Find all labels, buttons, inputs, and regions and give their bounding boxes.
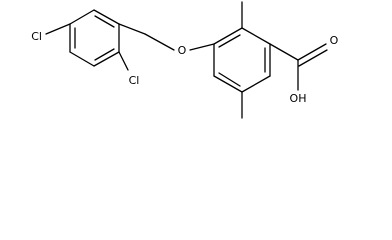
bond-ch2-to-ether-oxygen: [144, 33, 175, 51]
ring-b-bond-2: [241, 27, 271, 45]
ring-a-inner-double-1: [94, 15, 115, 28]
ring-b-inner-double-1: [218, 34, 241, 48]
atom-label-cl-bottom: Cl: [129, 74, 140, 87]
atom-label-carbonyl-oxygen: O: [330, 34, 339, 47]
carbonyl-double-bond-inner: [298, 49, 328, 67]
ring-b-bond-4: [241, 75, 271, 93]
ring-b-inner-double-3: [218, 72, 241, 87]
ring-a-bond-6: [69, 9, 95, 25]
atom-label-hydroxyl: OH: [290, 92, 307, 105]
ring-b-bond-1: [213, 27, 243, 45]
ring-a-inner-double-2: [94, 48, 115, 61]
ring-b-bond-5: [213, 75, 243, 93]
ring-a-bond-3: [93, 51, 120, 67]
atom-label-ether-oxygen: O: [178, 44, 187, 57]
ring-a-bond-4: [69, 51, 95, 67]
dimethylbenzoic-ring: [213, 27, 271, 93]
carbonyl-double-bond-outer: [297, 43, 327, 61]
ring-a-bond-1: [93, 9, 120, 25]
bond-to-cl-left: [45, 23, 71, 35]
atom-label-cl-left: Cl: [31, 30, 42, 43]
structure-diagram: Cl Cl O O OH: [31, 1, 339, 119]
bond-ether-oxygen-to-ring-b: [189, 43, 215, 51]
bond-to-cl-bottom: [118, 51, 129, 71]
bond-ring-b-to-carboxyl-carbon: [269, 43, 299, 61]
bond-ring-a-to-ch2: [118, 23, 146, 35]
dichlorophenyl-ring: [69, 9, 120, 67]
